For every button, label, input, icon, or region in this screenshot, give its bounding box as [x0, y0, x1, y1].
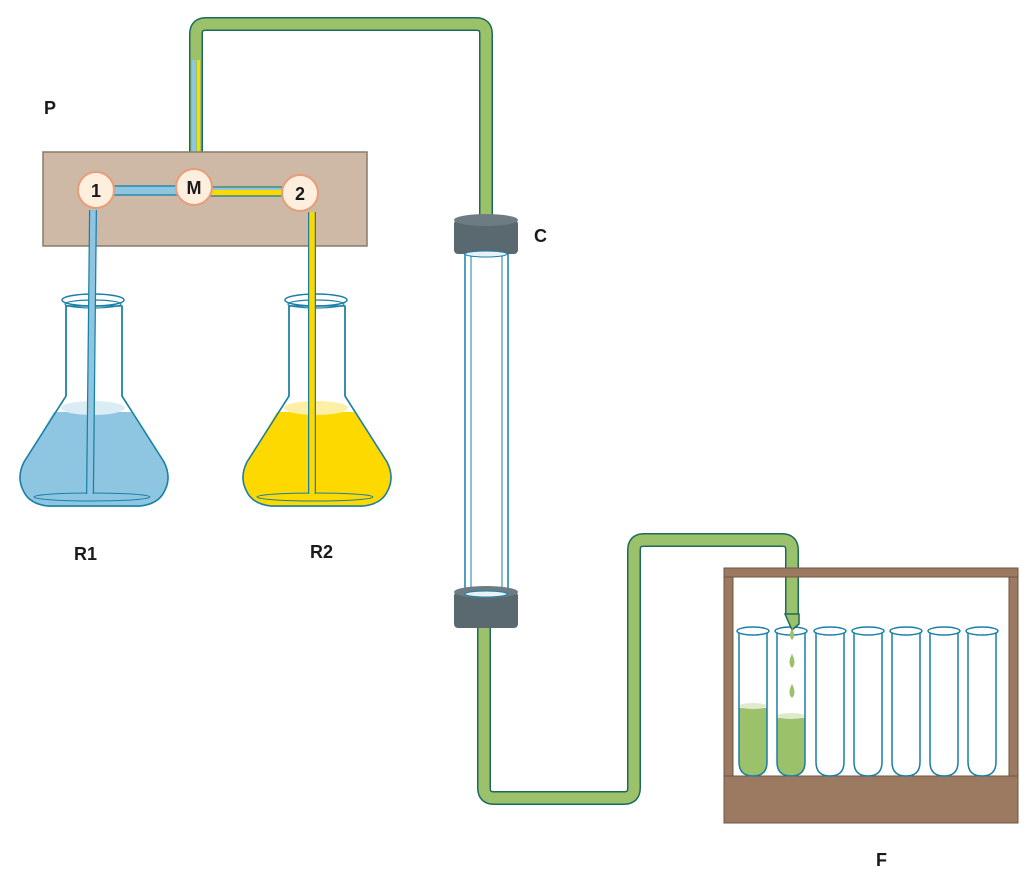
- column-top-cap: [454, 214, 518, 258]
- collection-tube-2: [774, 626, 808, 777]
- pump-head-2-label: 2: [295, 184, 305, 204]
- collector-tubes: [736, 626, 999, 777]
- collection-tube-7: [965, 626, 999, 777]
- pump-head-2: 2: [281, 174, 319, 212]
- collection-tube-3: [813, 626, 847, 777]
- collection-tube-6: [927, 626, 961, 777]
- reservoir-2-label: R2: [310, 542, 333, 562]
- mixer-label: M: [187, 178, 202, 198]
- reservoir-2-flask: [242, 212, 392, 507]
- reservoir-1-flask: [19, 209, 169, 507]
- column-bottom-cap: [454, 586, 518, 628]
- pump-head-1-label: 1: [91, 181, 101, 201]
- collection-tube-5: [889, 626, 923, 777]
- column: [454, 214, 518, 628]
- column-label: C: [534, 226, 547, 246]
- column-tube: [464, 249, 509, 601]
- fraction-collector-label: F: [876, 850, 887, 870]
- mixer-node: M: [175, 168, 213, 206]
- collection-tube-1: [736, 626, 770, 777]
- eluate-drops: [789, 628, 795, 698]
- reservoir-1-label: R1: [74, 544, 97, 564]
- pump-unit: 1 M 2: [42, 151, 368, 247]
- pump-label: P: [44, 98, 56, 118]
- pump-head-1: 1: [77, 171, 115, 209]
- collection-tube-4: [851, 626, 885, 777]
- fraction-collector: [723, 567, 1019, 824]
- tubing-column-to-collector: [477, 533, 799, 805]
- collector-base: [723, 775, 1019, 824]
